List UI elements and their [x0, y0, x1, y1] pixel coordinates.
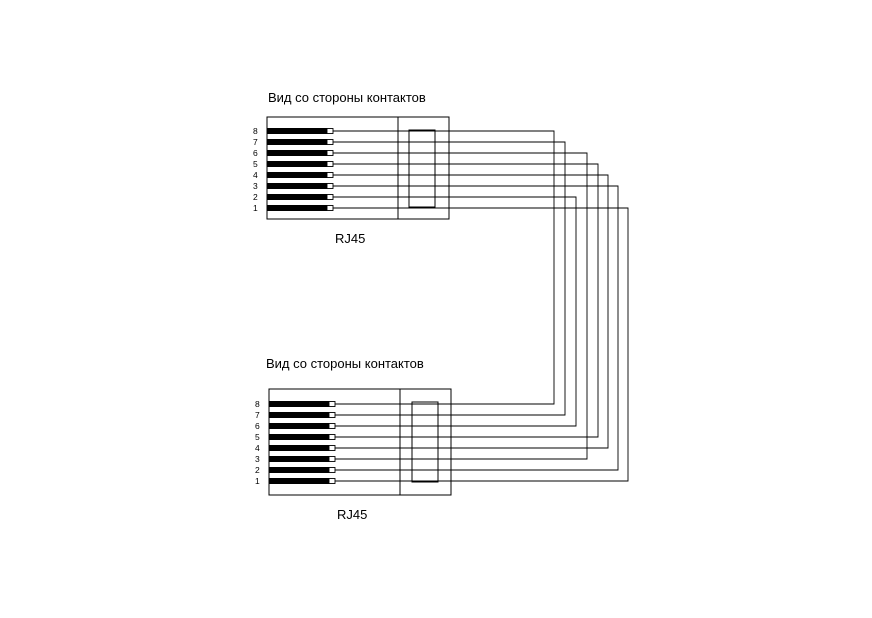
pin-tip [328, 401, 336, 407]
pin-tip [328, 445, 336, 451]
pin-tip [326, 194, 334, 200]
pin-7: 7 [255, 410, 336, 420]
pin-tip [326, 205, 334, 211]
pin-contact [269, 456, 329, 462]
pin-contact [269, 401, 329, 407]
pin-1: 1 [253, 203, 334, 213]
pin-number: 1 [253, 203, 258, 213]
pin-contact [267, 183, 327, 189]
connector-top-pins: 8 7 6 5 4 [253, 126, 334, 213]
pin-contact [269, 434, 329, 440]
wire-top3-bottom2 [333, 185, 619, 471]
pin-7: 7 [253, 137, 334, 147]
wire-top5-bottom5 [333, 163, 599, 438]
pin-number: 7 [255, 410, 260, 420]
pin-4: 4 [255, 443, 336, 453]
pin-number: 6 [253, 148, 258, 158]
pin-3: 3 [255, 454, 336, 464]
pin-number: 3 [255, 454, 260, 464]
pin-contact [267, 194, 327, 200]
pin-number: 5 [255, 432, 260, 442]
pin-number: 8 [255, 399, 260, 409]
pin-tip [326, 172, 334, 178]
wire-top4-bottom4 [333, 174, 609, 449]
cable-wires [333, 130, 629, 482]
pin-contact [267, 172, 327, 178]
pin-tip [326, 128, 334, 134]
pin-tip [326, 150, 334, 156]
pin-contact [267, 139, 327, 145]
pin-number: 5 [253, 159, 258, 169]
pin-number: 4 [255, 443, 260, 453]
connector-bottom-label: RJ45 [337, 507, 367, 522]
wire-top8-bottom8 [333, 130, 555, 405]
pin-tip [328, 423, 336, 429]
pin-number: 4 [253, 170, 258, 180]
pin-5: 5 [253, 159, 334, 169]
pin-6: 6 [253, 148, 334, 158]
pin-2: 2 [253, 192, 334, 202]
pin-3: 3 [253, 181, 334, 191]
pin-6: 6 [255, 421, 336, 431]
pin-contact [267, 161, 327, 167]
pin-tip [328, 434, 336, 440]
pin-contact [269, 445, 329, 451]
connector-top-body [266, 116, 450, 220]
pin-number: 2 [255, 465, 260, 475]
connector-top: Вид со стороны контактов 8 7 6 5 [253, 90, 450, 246]
pin-contact [267, 205, 327, 211]
pin-number: 6 [255, 421, 260, 431]
connector-top-title: Вид со стороны контактов [268, 90, 426, 105]
pin-tip [328, 456, 336, 462]
connector-bottom-title: Вид со стороны контактов [266, 356, 424, 371]
pin-2: 2 [255, 465, 336, 475]
pin-number: 7 [253, 137, 258, 147]
pin-contact [269, 412, 329, 418]
pin-8: 8 [255, 399, 336, 409]
connector-bottom: Вид со стороны контактов 8 7 6 5 [255, 356, 452, 522]
pin-number: 1 [255, 476, 260, 486]
wire-top2-bottom6 [333, 196, 577, 427]
connector-top-label: RJ45 [335, 231, 365, 246]
pin-number: 8 [253, 126, 258, 136]
pin-number: 2 [253, 192, 258, 202]
wire-top7-bottom7 [333, 141, 566, 416]
pin-contact [269, 467, 329, 473]
pin-tip [326, 139, 334, 145]
pin-tip [328, 478, 336, 484]
pin-contact [267, 150, 327, 156]
connector-bottom-pins: 8 7 6 5 4 [255, 399, 336, 486]
pin-5: 5 [255, 432, 336, 442]
pin-8: 8 [253, 126, 334, 136]
wire-top1-bottom1 [333, 207, 629, 482]
connector-bottom-latch [411, 401, 439, 483]
wire-top6-bottom3 [333, 152, 588, 460]
pin-contact [269, 423, 329, 429]
pin-tip [328, 412, 336, 418]
pin-contact [269, 478, 329, 484]
pin-1: 1 [255, 476, 336, 486]
pin-number: 3 [253, 181, 258, 191]
pin-tip [328, 467, 336, 473]
pin-4: 4 [253, 170, 334, 180]
pin-tip [326, 161, 334, 167]
connector-top-latch [408, 129, 436, 208]
pin-contact [267, 128, 327, 134]
pin-tip [326, 183, 334, 189]
connector-bottom-body [268, 388, 452, 496]
